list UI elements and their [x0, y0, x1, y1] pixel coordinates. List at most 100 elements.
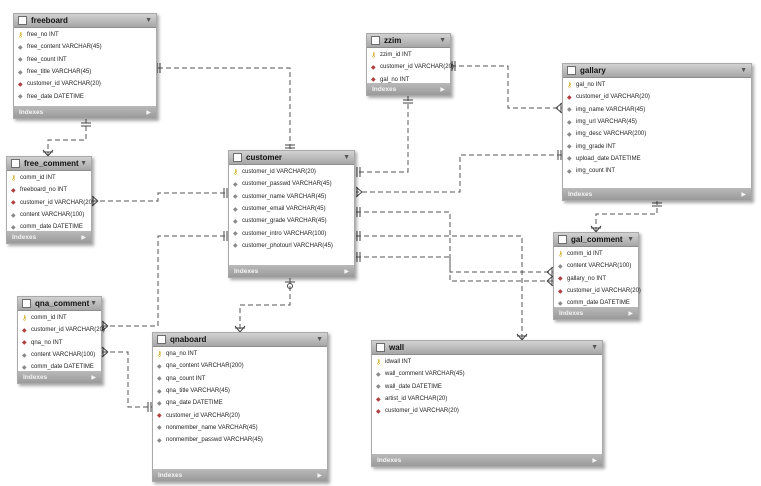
- column-row[interactable]: ◆img_name VARCHAR(45): [563, 104, 751, 116]
- column-row[interactable]: ◆content VARCHAR(100): [7, 209, 91, 221]
- column-row[interactable]: ◆customer_passwd VARCHAR(45): [229, 178, 354, 190]
- column-row[interactable]: ◆customer_id VARCHAR(20): [367, 61, 454, 73]
- table-zzim[interactable]: zzim▼⚷zzim_id INT◆customer_id VARCHAR(20…: [366, 33, 454, 96]
- column-row[interactable]: ◆nonmember_name VARCHAR(45): [153, 422, 327, 434]
- table-free-comment[interactable]: free_comment▼⚷comm_id INT◆freeboard_no I…: [6, 156, 94, 244]
- column-row[interactable]: ◆comm_date DATETIME: [554, 297, 638, 309]
- collapse-icon[interactable]: ▼: [627, 236, 634, 243]
- column-row[interactable]: ◆customer_id VARCHAR(20): [153, 409, 327, 421]
- column-row[interactable]: ⚷gal_no INT: [563, 79, 751, 91]
- column-row[interactable]: ◆content VARCHAR(100): [554, 260, 638, 272]
- collapse-icon[interactable]: ▼: [90, 300, 97, 307]
- table-header[interactable]: qnaboard▼: [153, 333, 327, 347]
- table-header[interactable]: gal_comment▼: [554, 233, 638, 247]
- table-customer[interactable]: customer▼⚷customer_id VARCHAR(20)◆custom…: [228, 150, 355, 278]
- indexes-footer[interactable]: Indexes▶: [229, 265, 354, 277]
- column-row[interactable]: ◆qna_count INT: [153, 373, 327, 385]
- column-row[interactable]: ◆customer_intro VARCHAR(100): [229, 227, 354, 239]
- column-row[interactable]: ⚷zzim_id INT: [367, 49, 450, 61]
- indexes-footer[interactable]: Indexes▶: [14, 106, 156, 118]
- table-header[interactable]: qna_comment▼: [18, 297, 101, 311]
- column-row[interactable]: ◆gallary_no INT: [554, 273, 638, 285]
- collapse-icon[interactable]: ▼: [80, 160, 87, 167]
- indexes-footer[interactable]: Indexes▶: [153, 469, 327, 481]
- table-header[interactable]: freeboard▼: [14, 14, 156, 28]
- table-gal-comment[interactable]: gal_comment▼⚷comm_id INT◆content VARCHAR…: [553, 232, 641, 320]
- column-row[interactable]: ◆free_count INT: [14, 54, 156, 66]
- column-row[interactable]: ⚷comm_id INT: [18, 312, 101, 324]
- column-row[interactable]: ◆comm_date DATETIME: [7, 221, 91, 233]
- collapse-icon[interactable]: ▼: [316, 336, 323, 343]
- column-row[interactable]: ◆customer_name VARCHAR(45): [229, 191, 354, 203]
- expand-arrow-icon[interactable]: ▶: [344, 268, 349, 275]
- column-row[interactable]: ◆content VARCHAR(100): [18, 349, 101, 361]
- indexes-footer[interactable]: Indexes▶: [7, 231, 91, 243]
- column-row[interactable]: ◆qna_title VARCHAR(45): [153, 385, 327, 397]
- table-header[interactable]: gallary▼: [563, 64, 751, 78]
- column-row[interactable]: ⚷comm_id INT: [7, 172, 91, 184]
- column-row[interactable]: ◆img_desc VARCHAR(200): [563, 128, 751, 140]
- column-row[interactable]: ◆customer_id VARCHAR(20): [554, 285, 641, 297]
- expand-arrow-icon[interactable]: ▶: [592, 457, 597, 464]
- column-row[interactable]: ◆artist_id VARCHAR(20): [372, 393, 602, 405]
- collapse-icon[interactable]: ▼: [145, 17, 152, 24]
- indexes-footer[interactable]: Indexes▶: [367, 83, 450, 95]
- column-row[interactable]: ◆customer_id VARCHAR(20): [563, 91, 751, 103]
- column-row[interactable]: ⚷free_no INT: [14, 29, 156, 41]
- indexes-footer[interactable]: Indexes▶: [18, 371, 101, 383]
- expand-arrow-icon[interactable]: ▶: [81, 234, 86, 241]
- column-row[interactable]: ◆upload_date DATETIME: [563, 153, 751, 165]
- table-gallary[interactable]: gallary▼⚷gal_no INT◆customer_id VARCHAR(…: [562, 63, 752, 201]
- column-row[interactable]: ◆wall_comment VARCHAR(45): [372, 368, 602, 380]
- column-row[interactable]: ◆free_title VARCHAR(45): [14, 66, 156, 78]
- column-row[interactable]: ◆free_content VARCHAR(45): [14, 41, 156, 53]
- column-row[interactable]: ◆customer_email VARCHAR(45): [229, 203, 354, 215]
- indexes-footer[interactable]: Indexes▶: [372, 454, 602, 466]
- column-row[interactable]: ◆customer_grade VARCHAR(45): [229, 215, 354, 227]
- column-row[interactable]: ⚷comm_id INT: [554, 248, 638, 260]
- table-freeboard[interactable]: freeboard▼⚷free_no INT◆free_content VARC…: [13, 13, 157, 119]
- column-row[interactable]: ◆nonmember_passwd VARCHAR(45): [153, 434, 327, 446]
- expand-arrow-icon[interactable]: ▶: [628, 310, 633, 317]
- table-header[interactable]: free_comment▼: [7, 157, 91, 171]
- indexes-footer[interactable]: Indexes▶: [554, 307, 638, 319]
- column-row[interactable]: ◆customer_id VARCHAR(20): [7, 197, 94, 209]
- indexes-footer[interactable]: Indexes▶: [563, 188, 751, 200]
- column-row[interactable]: ◆qna_date DATETIME: [153, 397, 327, 409]
- column-row[interactable]: ◆qna_content VARCHAR(200): [153, 360, 327, 372]
- rel-gal-comment-customer: [356, 211, 553, 273]
- collapse-icon[interactable]: ▼: [343, 154, 350, 161]
- column-row[interactable]: ◆wall_date DATETIME: [372, 381, 602, 393]
- column-row[interactable]: ◆customer_id VARCHAR(20): [372, 405, 602, 417]
- expand-arrow-icon[interactable]: ▶: [440, 86, 445, 93]
- table-header[interactable]: zzim▼: [367, 34, 450, 48]
- column-row[interactable]: ◆img_grade INT: [563, 140, 751, 152]
- column-row[interactable]: ⚷qna_no INT: [153, 348, 327, 360]
- column-row[interactable]: ◆img_url VARCHAR(45): [563, 116, 751, 128]
- collapse-icon[interactable]: ▼: [439, 37, 446, 44]
- column-row[interactable]: ◆gal_no INT: [367, 74, 450, 86]
- table-qnaboard[interactable]: qnaboard▼⚷qna_no INT◆qna_content VARCHAR…: [152, 332, 328, 482]
- primary-key-icon: ⚷: [157, 351, 163, 359]
- table-header[interactable]: wall▼: [372, 341, 602, 355]
- expand-arrow-icon[interactable]: ▶: [317, 472, 322, 479]
- expand-arrow-icon[interactable]: ▶: [146, 109, 151, 116]
- column-row[interactable]: ◆comm_date DATETIME: [18, 361, 101, 373]
- collapse-icon[interactable]: ▼: [740, 67, 747, 74]
- expand-arrow-icon[interactable]: ▶: [91, 374, 96, 381]
- column-row[interactable]: ◆freeboard_no INT: [7, 184, 91, 196]
- collapse-icon[interactable]: ▼: [591, 344, 598, 351]
- column-row[interactable]: ⚷customer_id VARCHAR(20): [229, 166, 354, 178]
- column-row[interactable]: ◆customer_photourl VARCHAR(45): [229, 240, 354, 252]
- column-row[interactable]: ◆free_date DATETIME: [14, 90, 156, 102]
- column-icon: ◆: [18, 69, 23, 76]
- column-row[interactable]: ◆qna_no INT: [18, 337, 101, 349]
- column-row[interactable]: ◆customer_id VARCHAR(20): [18, 324, 105, 336]
- expand-arrow-icon[interactable]: ▶: [741, 191, 746, 198]
- table-header[interactable]: customer▼: [229, 151, 354, 165]
- table-qna-comment[interactable]: qna_comment▼⚷comm_id INT◆customer_id VAR…: [17, 296, 105, 384]
- table-wall[interactable]: wall▼⚷idwall INT◆wall_comment VARCHAR(45…: [371, 340, 603, 467]
- column-row[interactable]: ◆customer_id VARCHAR(20): [14, 78, 156, 90]
- column-row[interactable]: ◆img_count INT: [563, 165, 751, 177]
- column-row[interactable]: ⚷idwall INT: [372, 356, 602, 368]
